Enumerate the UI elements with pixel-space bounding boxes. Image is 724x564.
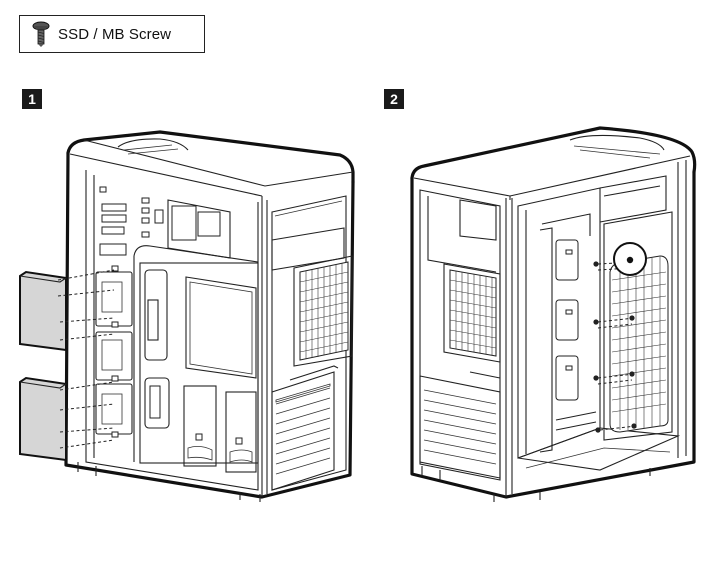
mounting-guides-1 <box>57 269 115 449</box>
ssd-bays <box>95 265 133 438</box>
screw-legend: SSD / MB Screw <box>19 15 205 53</box>
step-1-badge: 1 <box>22 89 42 109</box>
case-1 <box>64 130 355 502</box>
case-2 <box>410 126 697 502</box>
screw-icon <box>32 21 50 47</box>
screw-callout <box>613 242 647 276</box>
ssd-drive-upper <box>19 270 67 352</box>
ssd-drive-lower <box>19 376 67 462</box>
legend-label: SSD / MB Screw <box>58 25 172 43</box>
step-2-badge: 2 <box>384 89 404 109</box>
